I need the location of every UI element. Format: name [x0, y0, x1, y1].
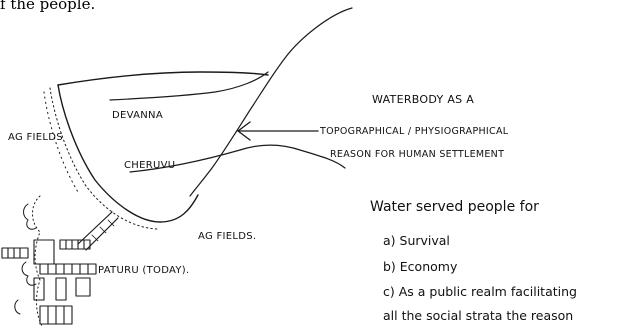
settlement-tree-3 — [15, 300, 20, 314]
waterbody-shore — [58, 85, 198, 222]
settlement-road-1 — [78, 212, 112, 244]
label-cheruvu: CHERUVU — [124, 160, 175, 171]
waterbody-upper-contour — [110, 72, 268, 100]
label-ag-fields-bottom: AG FIELDS. — [198, 231, 256, 242]
notes-item-c-cont: all the social strata the reason — [383, 308, 573, 323]
notes-item-a: a) Survival — [383, 233, 450, 248]
notes-item-b: b) Economy — [383, 259, 458, 274]
label-devanna: DEVANNA — [112, 110, 163, 121]
annotation-line-1: WATERBODY AS A — [372, 93, 474, 106]
annotation-line-3: REASON FOR HUMAN SETTLEMENT — [330, 149, 504, 160]
outer-contour-line — [190, 8, 352, 196]
settlement-road-hatch — [92, 220, 114, 241]
notes-item-c: c) As a public realm facilitating — [383, 284, 577, 299]
label-paturu: PATURU (TODAY). — [98, 265, 190, 276]
settlement-tree-1 — [24, 204, 37, 229]
notes-heading: Water served people for — [370, 199, 539, 215]
header-fragment-text: f the people. — [0, 0, 95, 13]
annotation-line-2: TOPOGRAPHICAL / PHYSIOGRAPHICAL — [319, 126, 509, 137]
settlement-road-2 — [86, 218, 118, 250]
waterbody-top-edge — [58, 72, 268, 85]
label-ag-fields-left: AG FIELDS — [8, 132, 63, 143]
